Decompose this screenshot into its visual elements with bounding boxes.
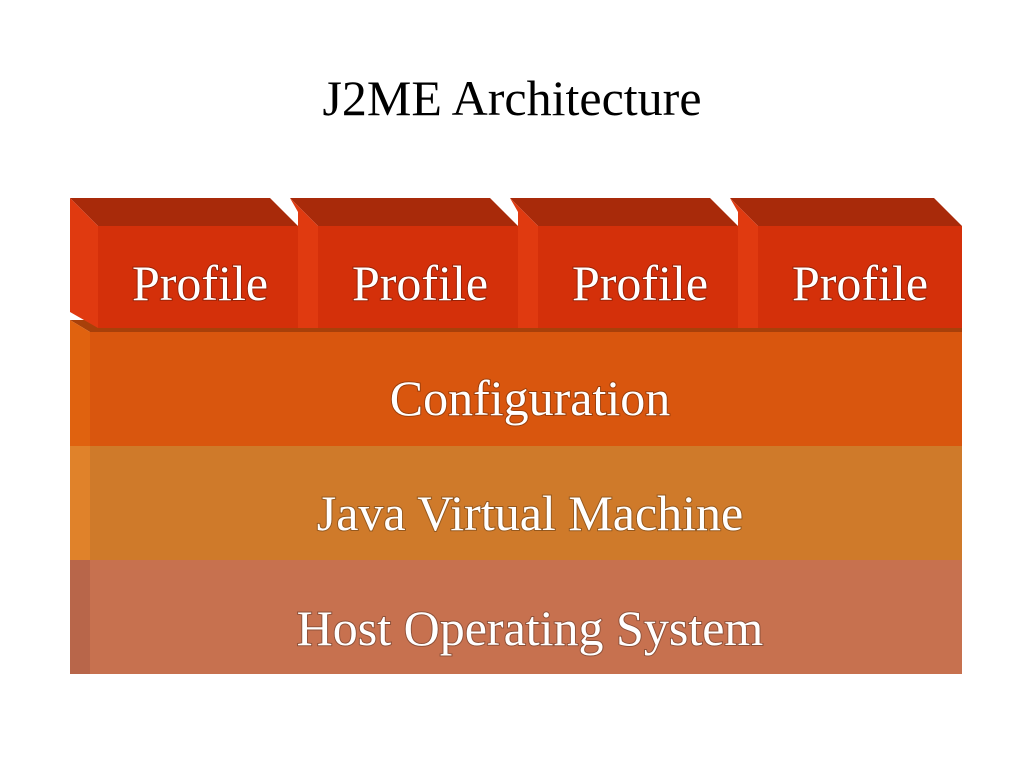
profile-block-2: Profile <box>290 198 518 328</box>
profile-3-top-face <box>510 198 738 226</box>
profile-4-top-face <box>730 198 962 226</box>
jvm-label: Java Virtual Machine <box>317 485 744 541</box>
configuration-front-face <box>90 332 962 446</box>
configuration-side-face <box>70 320 90 446</box>
profile-label-1: Profile <box>132 255 268 311</box>
profile-label-2: Profile <box>352 255 488 311</box>
profile-block-1: Profile <box>70 198 298 328</box>
profile-block-3: Profile <box>510 198 738 328</box>
configuration-layer: Configuration <box>70 320 962 446</box>
profile-1-side-face <box>70 198 98 328</box>
profile-label-3: Profile <box>572 255 708 311</box>
profile-3-front-face <box>538 226 738 328</box>
configuration-label: Configuration <box>390 370 671 426</box>
page-title: J2ME Architecture <box>322 70 702 126</box>
host-os-label: Host Operating System <box>297 600 764 656</box>
profile-label-4: Profile <box>792 255 928 311</box>
profile-2-top-face <box>290 198 518 226</box>
profile-block-4: Profile <box>730 198 962 328</box>
jvm-layer: Java Virtual Machine <box>70 434 962 560</box>
profile-2-side-face <box>290 198 318 328</box>
profile-2-front-face <box>318 226 518 328</box>
profile-4-front-face <box>758 226 962 328</box>
profile-4-side-face <box>730 198 758 328</box>
host-os-layer: Host Operating System <box>70 548 962 674</box>
jvm-side-face <box>70 434 90 560</box>
profile-3-side-face <box>510 198 538 328</box>
host-os-side-face <box>70 548 90 674</box>
jvm-front-face <box>90 446 962 560</box>
profile-1-top-face <box>70 198 298 226</box>
profile-1-front-face <box>98 226 298 328</box>
host-os-front-face <box>90 560 962 674</box>
